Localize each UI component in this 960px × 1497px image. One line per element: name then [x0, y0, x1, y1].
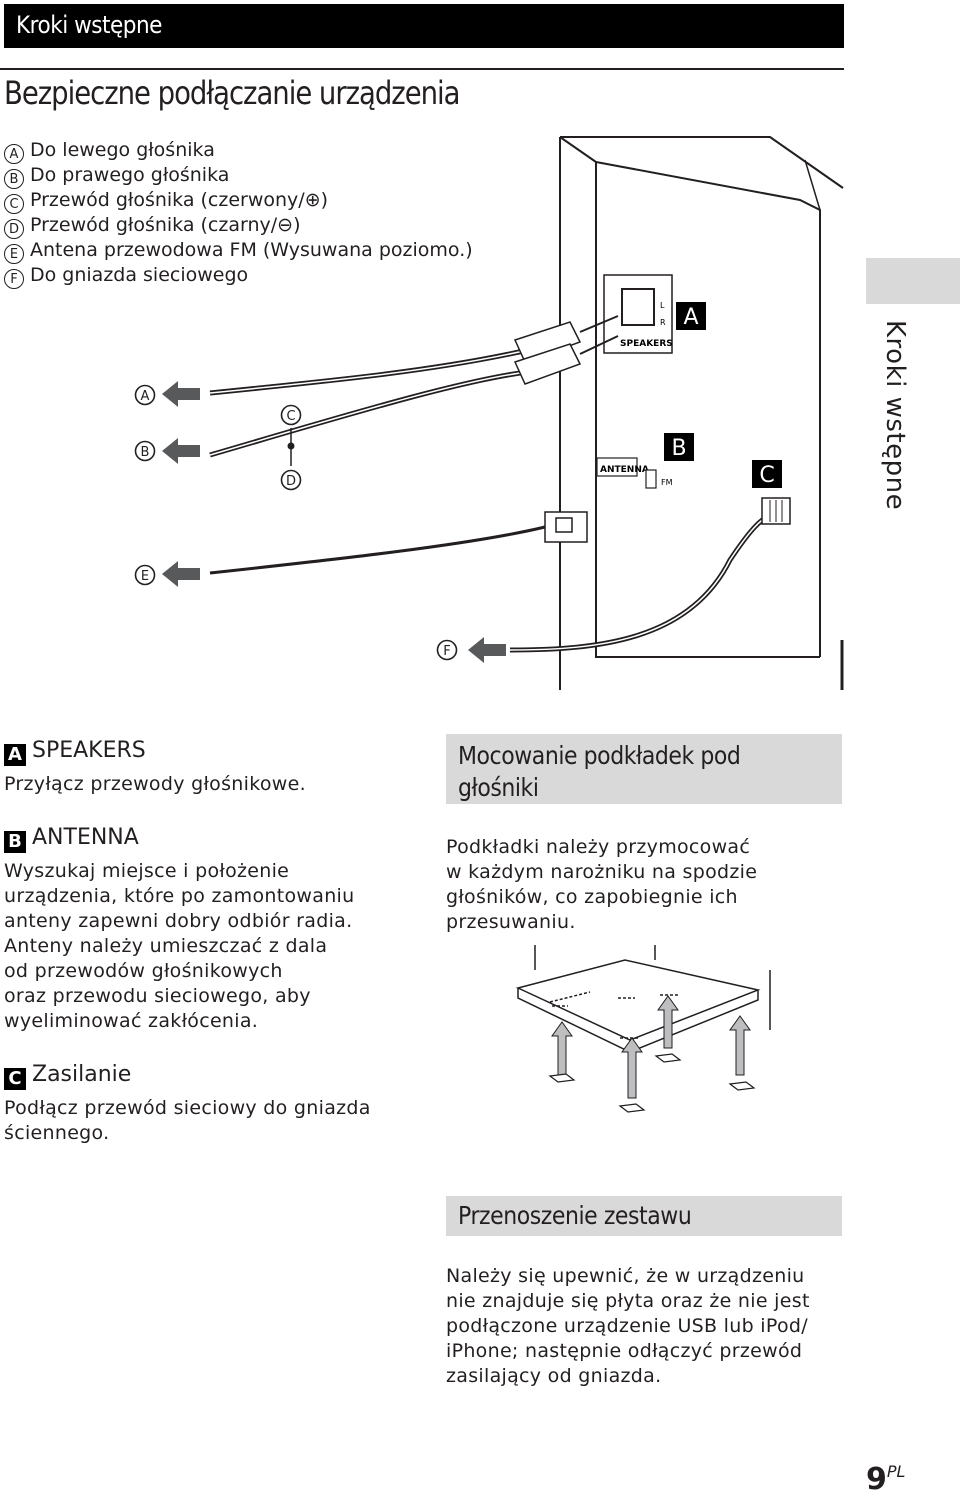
- page-number-suffix: PL: [886, 1462, 906, 1481]
- side-tab-label: Kroki wstępne: [880, 320, 910, 511]
- speakers-panel-text: SPEAKERS: [620, 339, 673, 349]
- legend-marker-a: A: [4, 144, 24, 164]
- legend: A Do lewego głośnika B Do prawego głośnika…: [4, 139, 473, 289]
- box-label-c: C: [759, 463, 774, 488]
- box-label-b: B: [671, 436, 686, 461]
- pads-line: głośników, co zapobiegnie ich: [446, 886, 738, 908]
- legend-item-e: E Antena przewodowa FM (Wysuwana poziomo.…: [4, 239, 473, 264]
- section-b-line: od przewodów głośnikowych: [4, 960, 283, 982]
- moving-line: nie znajduje się płyta oraz że nie jest: [446, 1290, 810, 1312]
- section-b-line: oraz przewodu sieciowego, aby: [4, 985, 311, 1007]
- pads-heading: Mocowanie podkładek pod głośniki: [446, 734, 842, 804]
- page-title: Bezpieczne podłączanie urządzenia: [4, 74, 461, 112]
- pads-illustration: [515, 945, 771, 1113]
- moving-line: podłączone urządzenie USB lub iPod/: [446, 1315, 808, 1337]
- section-b-line: wyeliminować zakłócenia.: [4, 1010, 259, 1032]
- pad-icons: [548, 1053, 756, 1113]
- section-c-marker: C: [4, 1068, 26, 1090]
- section-c-title: Zasilanie: [32, 1062, 132, 1087]
- section-a-marker: A: [4, 744, 26, 766]
- section-a-title: SPEAKERS: [32, 738, 146, 763]
- legend-item-f: F Do gniazda sieciowego: [4, 264, 473, 289]
- legend-text-f: Do gniazda sieciowego: [30, 264, 249, 286]
- unit-back-panel: [559, 136, 844, 690]
- section-b-line: urządzenia, które po zamontowaniu: [4, 885, 355, 907]
- legend-marker-e: E: [4, 244, 24, 264]
- diagram-label-b: B: [141, 445, 150, 460]
- speaker-cables: [209, 315, 619, 466]
- section-c-line: ściennego.: [4, 1122, 110, 1144]
- section-a-body: Przyłącz przewody głośnikowe.: [4, 772, 306, 797]
- pads-body: Podkładki należy przymocować w każdym na…: [446, 835, 757, 935]
- legend-text-d: Przewód głośnika (czarny/⊖): [30, 214, 301, 236]
- connection-diagram: L R SPEAKERS ANTENNA FM: [134, 136, 844, 690]
- pads-line: w każdym narożniku na spodzie: [446, 861, 758, 883]
- legend-item-b: B Do prawego głośnika: [4, 164, 473, 189]
- legend-marker-f: F: [4, 269, 24, 289]
- pads-line: przesuwaniu.: [446, 911, 576, 933]
- moving-line: iPhone; następnie odłączyć przewód: [446, 1340, 803, 1362]
- diagram-box-labels: A B C: [664, 302, 782, 488]
- page-number: 9PL: [866, 1462, 905, 1497]
- diagram-label-d: D: [286, 474, 296, 489]
- section-b-heading: B ANTENNA: [4, 825, 139, 853]
- legend-item-a: A Do lewego głośnika: [4, 139, 473, 164]
- speaker-terminal: L R SPEAKERS: [603, 274, 673, 354]
- header-bar: Kroki wstępne: [4, 4, 844, 48]
- header-rule: [0, 68, 844, 70]
- section-b-line: anteny zapewni dobry odbiór radia.: [4, 910, 353, 932]
- fm-panel-text: FM: [661, 478, 673, 487]
- pads-heading-line: głośniki: [458, 773, 539, 802]
- box-label-a: A: [683, 305, 698, 330]
- legend-item-c: C Przewód głośnika (czerwony/⊕): [4, 189, 473, 214]
- diagram-label-a: A: [141, 389, 150, 404]
- legend-text-e: Antena przewodowa FM (Wysuwana poziomo.): [30, 239, 473, 261]
- moving-heading: Przenoszenie zestawu: [446, 1196, 842, 1236]
- antenna-cable: [209, 511, 588, 575]
- page-number-value: 9: [866, 1462, 887, 1497]
- section-c-body: Podłącz przewód sieciowy do gniazda ście…: [4, 1096, 371, 1146]
- section-c-line: Podłącz przewód sieciowy do gniazda: [4, 1097, 371, 1119]
- diagram-label-c: C: [286, 409, 295, 424]
- power-cord: [509, 497, 791, 653]
- legend-text-b: Do prawego głośnika: [30, 164, 230, 186]
- section-a-line: Przyłącz przewody głośnikowe.: [4, 773, 306, 795]
- section-b-line: Anteny należy umieszczać z dala: [4, 935, 328, 957]
- diagram-markers: A B C D E F: [134, 384, 458, 661]
- section-c-heading: C Zasilanie: [4, 1062, 131, 1090]
- pads-heading-line: Mocowanie podkładek pod: [458, 741, 741, 770]
- pads-line: Podkładki należy przymocować: [446, 836, 751, 858]
- legend-item-d: D Przewód głośnika (czarny/⊖): [4, 214, 473, 239]
- direction-arrows: [162, 381, 506, 663]
- legend-marker-d: D: [4, 219, 24, 239]
- section-b-body: Wyszukaj miejsce i położenie urządzenia,…: [4, 859, 354, 1034]
- section-b-line: Wyszukaj miejsce i położenie: [4, 860, 290, 882]
- section-a-heading: A SPEAKERS: [4, 738, 146, 766]
- diagram-label-f: F: [443, 644, 450, 659]
- legend-marker-c: C: [4, 194, 24, 214]
- section-b-title: ANTENNA: [32, 825, 139, 850]
- section-b-marker: B: [4, 831, 26, 853]
- antenna-terminal: ANTENNA FM: [596, 457, 673, 489]
- diagram-label-e: E: [141, 569, 149, 584]
- moving-line: zasilający od gniazda.: [446, 1365, 662, 1387]
- antenna-panel-text: ANTENNA: [600, 465, 649, 475]
- header-title: Kroki wstępne: [16, 11, 162, 39]
- legend-marker-b: B: [4, 169, 24, 189]
- moving-heading-text: Przenoszenie zestawu: [458, 1201, 692, 1230]
- terminal-r-label: R: [660, 318, 666, 327]
- legend-text-a: Do lewego głośnika: [30, 139, 215, 161]
- terminal-l-label: L: [660, 301, 665, 310]
- moving-body: Należy się upewnić, że w urządzeniu nie …: [446, 1264, 810, 1389]
- side-tab: [866, 258, 960, 304]
- moving-line: Należy się upewnić, że w urządzeniu: [446, 1265, 805, 1287]
- legend-text-c: Przewód głośnika (czerwony/⊕): [30, 189, 329, 211]
